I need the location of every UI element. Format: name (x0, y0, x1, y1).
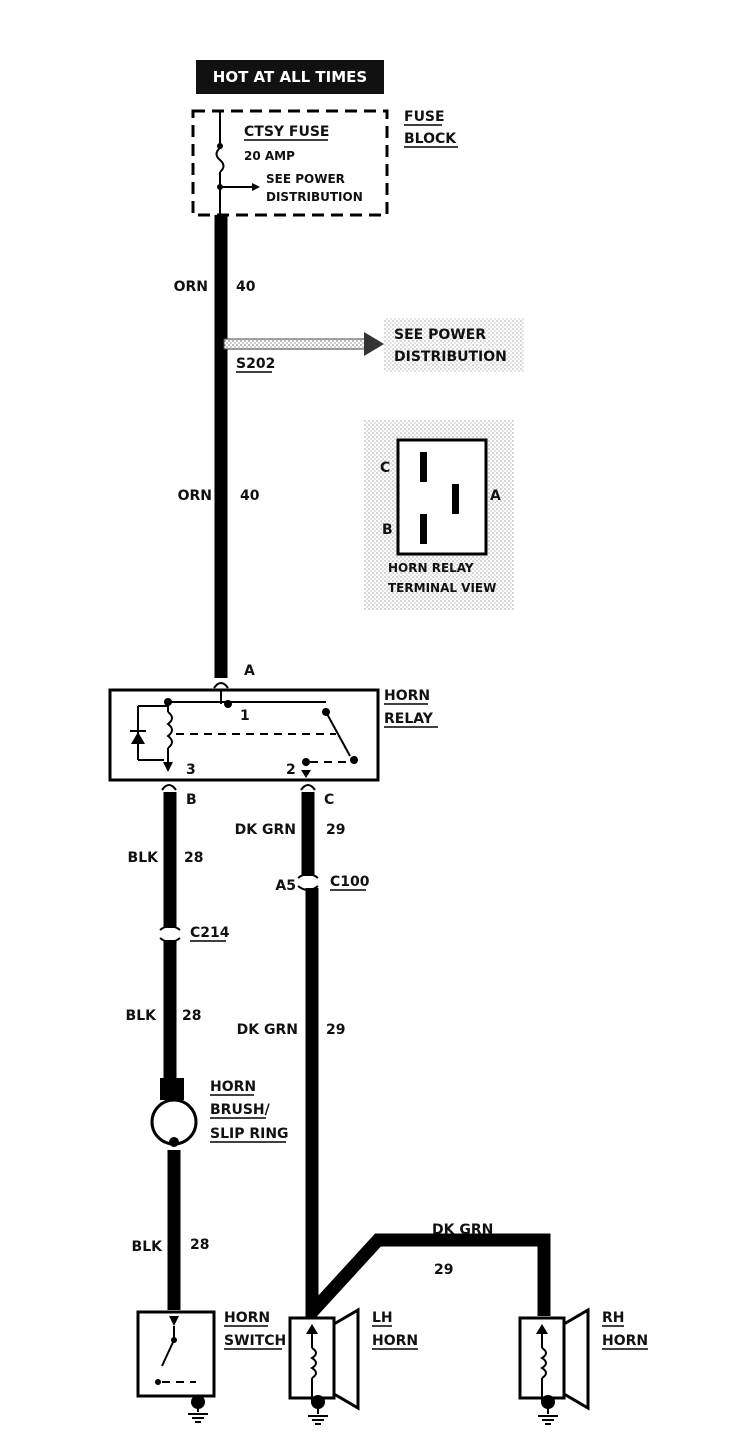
relay-terminal-a: A (244, 663, 255, 679)
terminal-c-label: C (380, 460, 390, 476)
lh-horn-line1: LH (372, 1310, 393, 1326)
c100-pin: A5 (275, 878, 296, 894)
lh-horn-line2: HORN (372, 1333, 418, 1349)
fuse-see-line1: SEE POWER (266, 172, 345, 186)
terminal-view-caption-1: HORN RELAY (388, 561, 474, 575)
blk-top-circuit: 28 (184, 850, 203, 866)
fuse-rating: 20 AMP (244, 149, 295, 163)
terminal-view-caption-2: TERMINAL VIEW (388, 581, 496, 595)
relay-pin-3: 3 (186, 762, 196, 778)
fuse-name: CTSY FUSE (244, 124, 330, 140)
brush-line2: BRUSH/ (210, 1102, 271, 1118)
horn-switch-contact (161, 1339, 175, 1367)
relay-title-2: RELAY (384, 711, 434, 727)
fuse-see-line2: DISTRIBUTION (266, 190, 363, 204)
blk-mid-color: BLK (126, 1008, 158, 1024)
horn-brush-slip-ring: HORN BRUSH/ SLIP RING (150, 1078, 289, 1147)
fuse-block-label-2: BLOCK (404, 131, 457, 147)
terminal-b-blade (420, 514, 427, 544)
terminal-c-blade (420, 452, 427, 482)
blk-bottom-color: BLK (132, 1239, 164, 1255)
fuse-block: CTSY FUSE 20 AMP SEE POWER DISTRIBUTION … (191, 109, 458, 217)
dkgrn-top-circuit: 29 (326, 822, 345, 838)
horn-relay-terminal-view: C A B HORN RELAY TERMINAL VIEW (364, 420, 514, 610)
brush-line1: HORN (210, 1079, 256, 1095)
horn-relay: 1 3 2 HORN RELAY (108, 688, 438, 782)
hot-at-all-times-badge: HOT AT ALL TIMES (196, 60, 384, 94)
relay-pin-2: 2 (286, 762, 296, 778)
orn-mid-circuit: 40 (240, 488, 260, 504)
c100-label: C100 (330, 874, 370, 890)
orn-mid-color: ORN (178, 488, 212, 504)
horn-switch-line1: HORN (224, 1310, 270, 1326)
dkgrn-29-wire-horns (305, 888, 551, 1329)
blk-bottom-circuit: 28 (190, 1237, 209, 1253)
splice-see-line2: DISTRIBUTION (394, 349, 507, 365)
horn-switch: HORN SWITCH (136, 1310, 286, 1423)
relay-title-1: HORN (384, 688, 430, 704)
fuse-block-label-1: FUSE (404, 109, 445, 125)
rh-horn-line1: RH (602, 1310, 625, 1326)
dkgrn-mid-circuit: 29 (326, 1022, 345, 1038)
horn-switch-line2: SWITCH (224, 1333, 286, 1349)
terminal-a-label: A (490, 488, 501, 504)
dkgrn-bottom-color: DK GRN (432, 1222, 493, 1238)
dkgrn-mid-color: DK GRN (237, 1022, 298, 1038)
rh-horn: RH HORN (518, 1307, 648, 1425)
c214-label: C214 (190, 925, 230, 941)
dkgrn-top-color: DK GRN (235, 822, 296, 838)
lh-horn: LH HORN (288, 1307, 418, 1425)
terminal-b-label: B (382, 522, 393, 538)
terminal-a-blade (452, 484, 459, 514)
hot-label: HOT AT ALL TIMES (213, 68, 367, 86)
blk-top-color: BLK (128, 850, 160, 866)
dkgrn-bottom-circuit: 29 (434, 1262, 453, 1278)
relay-terminal-c: C (324, 792, 334, 808)
splice-s202: S202 SEE POWER DISTRIBUTION (215, 318, 524, 373)
relay-terminal-b: B (186, 792, 197, 808)
splice-id: S202 (236, 356, 275, 372)
orn-top-circuit: 40 (236, 279, 256, 295)
splice-see-line1: SEE POWER (394, 327, 486, 343)
brush-line3: SLIP RING (210, 1126, 289, 1142)
rh-horn-line2: HORN (602, 1333, 648, 1349)
orn-top-color: ORN (174, 279, 208, 295)
blk-mid-circuit: 28 (182, 1008, 201, 1024)
relay-pin-1: 1 (240, 708, 250, 724)
relay-contact-arm (325, 711, 351, 757)
